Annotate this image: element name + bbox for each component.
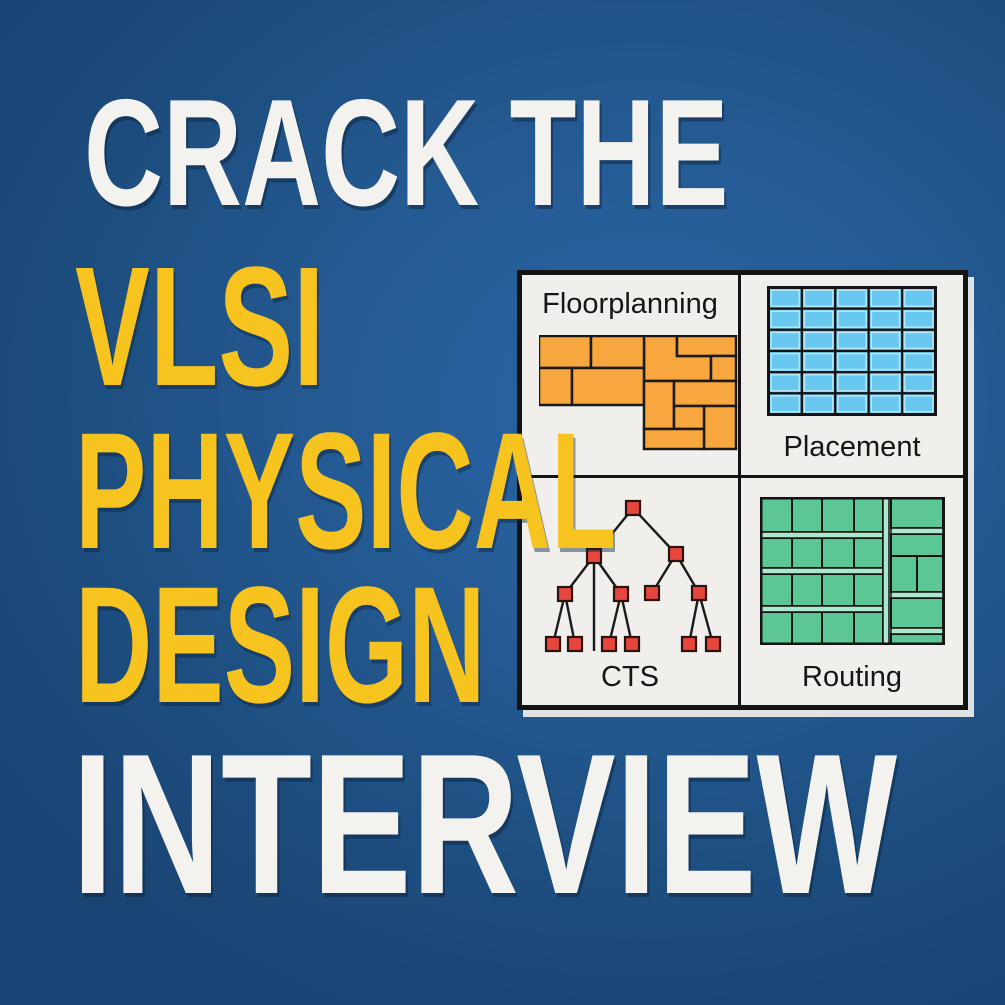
floorplanning-label: Floorplanning [542,288,718,320]
headline-line-design: DESIGN [75,553,486,738]
headline-line-crack-the: CRACK THE [84,68,729,238]
pd-stages-panel: Floorplanning Placement CTS Routing [517,270,968,710]
quadrant-cts: CTS [522,478,741,705]
cts-label: CTS [601,660,659,693]
headline-line-interview: INTERVIEW [72,713,898,936]
routing-label: Routing [802,660,902,693]
placement-grid-diagram [767,286,937,416]
quadrant-floorplanning: Floorplanning [522,275,741,478]
quadrant-placement: Placement [741,275,963,478]
routing-diagram [759,496,945,646]
placement-label: Placement [783,430,921,463]
headline-line-vlsi: VLSI [75,232,325,422]
cts-tree-diagram [522,481,738,657]
headline-line-physical: PHYSICAL [75,399,617,584]
quadrant-routing: Routing [741,478,963,705]
floorplanning-diagram [537,335,738,451]
